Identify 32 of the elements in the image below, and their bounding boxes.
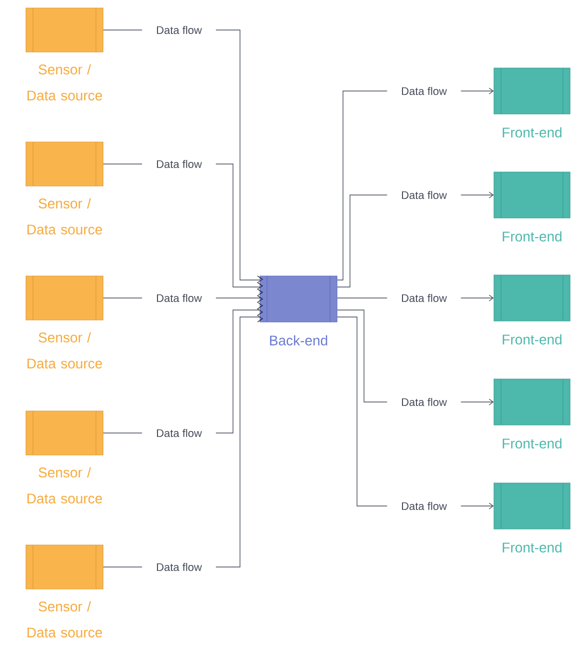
node-label: Front-end bbox=[502, 127, 562, 138]
front-end-box bbox=[494, 482, 570, 530]
node-label: Front-end bbox=[502, 334, 562, 344]
node-label: Front-end bbox=[502, 542, 562, 552]
edge-label: Data flow bbox=[387, 292, 461, 304]
node-label: Back-end bbox=[270, 335, 328, 346]
node-label: Front-end bbox=[502, 231, 562, 242]
edge-label: Data flow bbox=[142, 24, 216, 36]
edge-label: Data flow bbox=[142, 158, 216, 170]
front-end-box bbox=[494, 68, 570, 114]
edge-label: Data flow bbox=[142, 426, 216, 440]
edge-label: Data flow bbox=[387, 500, 461, 512]
edge-label: Data flow bbox=[387, 188, 461, 202]
node-label: Sensor / Data source bbox=[28, 467, 102, 504]
sensor-box bbox=[26, 276, 104, 320]
edge-label: Data flow bbox=[142, 560, 216, 574]
node-label: Sensor / Data source bbox=[28, 198, 102, 234]
sensor-box bbox=[26, 8, 104, 52]
edge-label: Data flow bbox=[387, 396, 461, 408]
node-label: Front-end bbox=[502, 438, 562, 448]
node-label: Sensor / Data source bbox=[28, 64, 102, 100]
edge-label: Data flow bbox=[142, 292, 216, 304]
back-end-box bbox=[257, 276, 338, 322]
sensor-box bbox=[26, 544, 104, 590]
node-label: Sensor / Data source bbox=[28, 332, 102, 368]
front-end-box bbox=[494, 274, 570, 322]
node-label: Sensor / Data source bbox=[28, 601, 102, 638]
front-end-box bbox=[494, 172, 570, 218]
front-end-box bbox=[494, 378, 570, 426]
edge-label: Data flow bbox=[387, 84, 461, 98]
sensor-box bbox=[26, 410, 104, 456]
sensor-box bbox=[26, 142, 104, 186]
